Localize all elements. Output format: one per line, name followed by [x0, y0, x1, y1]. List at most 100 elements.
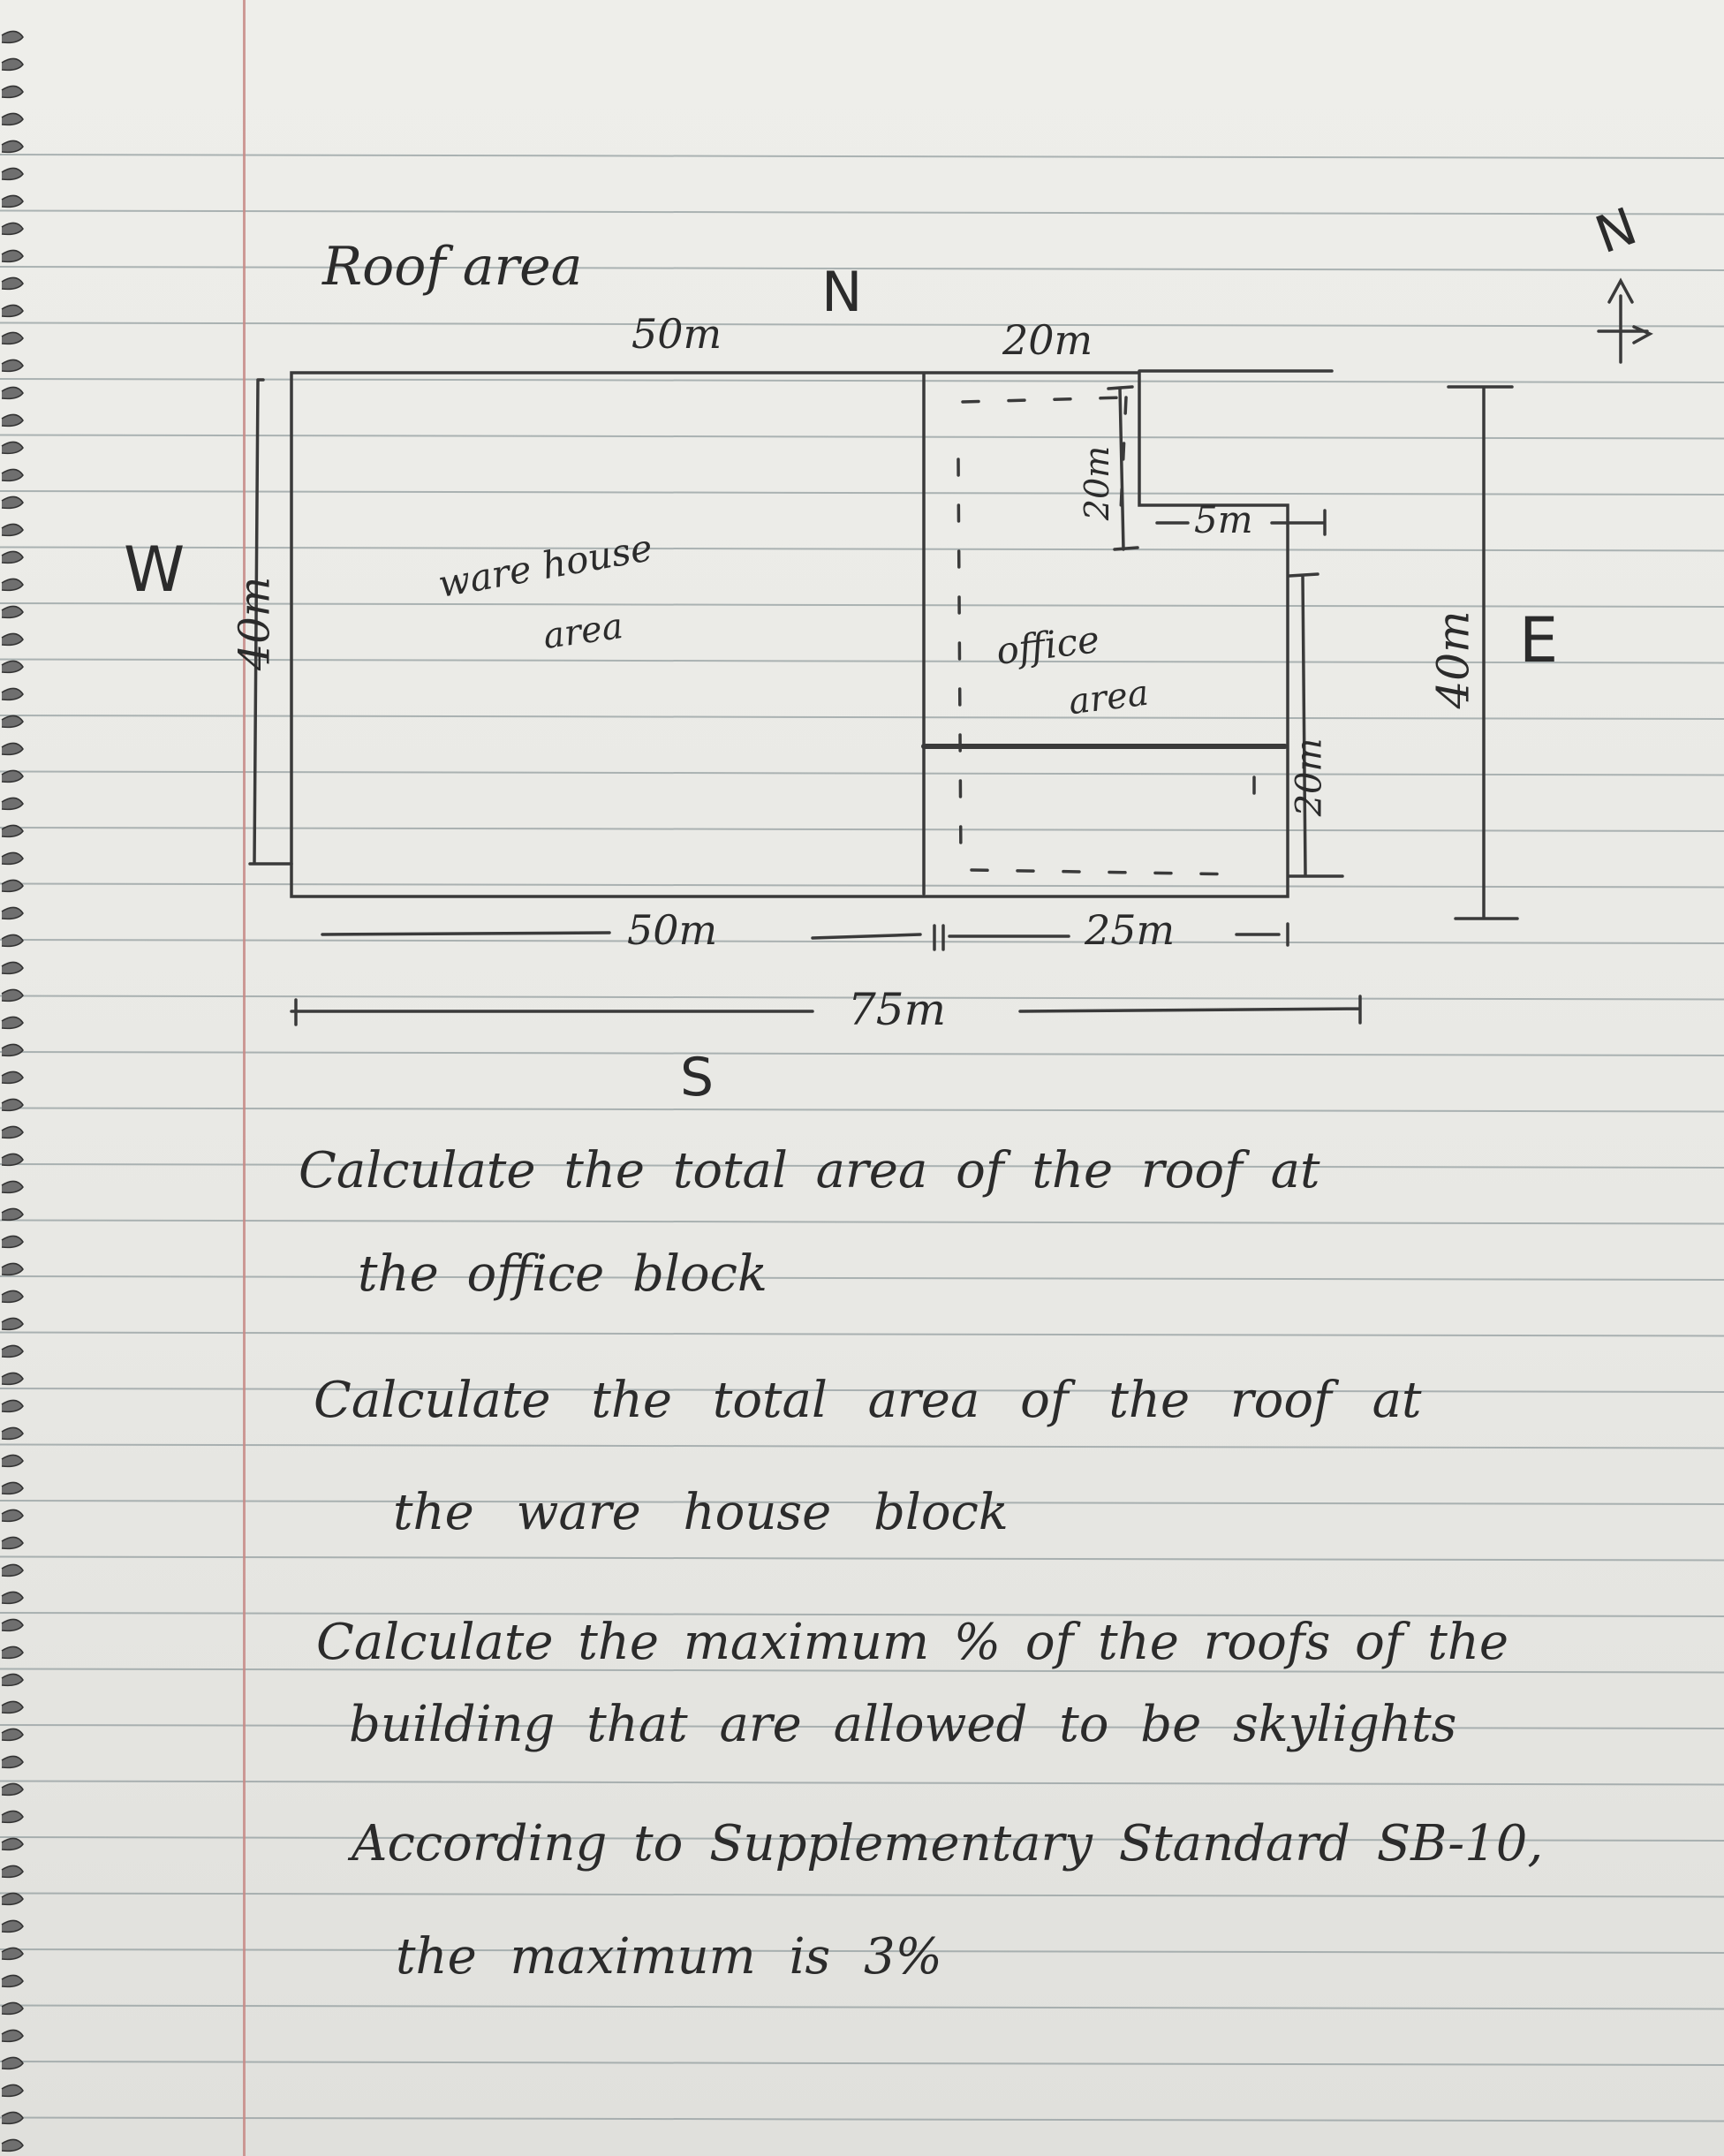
spiral-ring	[1, 797, 24, 811]
spiral-ring	[1, 2111, 24, 2125]
ruled-line	[0, 827, 1724, 832]
ruled-line	[0, 378, 1724, 383]
spiral-ring	[1, 1700, 24, 1714]
spiral-ring	[1, 222, 24, 236]
spiral-ring	[1, 1399, 24, 1413]
ruled-line	[0, 939, 1724, 944]
ruled-line	[0, 1500, 1724, 1505]
ruled-line	[0, 1443, 1724, 1449]
margin-line	[243, 0, 246, 2156]
ruled-line	[0, 715, 1724, 720]
ruled-line	[0, 1331, 1724, 1337]
ruled-line	[0, 1163, 1724, 1169]
spiral-ring	[1, 2029, 24, 2043]
spiral-ring	[1, 578, 24, 592]
spiral-ring	[1, 769, 24, 783]
dim-left-height: 40m	[230, 576, 280, 671]
spiral-ring	[1, 276, 24, 291]
spiral-ring	[1, 304, 24, 318]
dim-office-notch-height: 20m	[1078, 445, 1117, 521]
ruled-line	[0, 1051, 1724, 1056]
ruled-line	[0, 1948, 1724, 1954]
ruled-line	[0, 1668, 1724, 1674]
spiral-ring	[1, 1728, 24, 1742]
spiral-ring	[1, 1070, 24, 1085]
spiral-ring	[1, 660, 24, 674]
spiral-ring	[1, 1865, 24, 1879]
spiral-ring	[1, 1919, 24, 1933]
compass-east: E	[1519, 604, 1559, 677]
spiral-ring	[1, 1755, 24, 1769]
spiral-ring	[1, 1947, 24, 1961]
spiral-ring	[1, 2056, 24, 2070]
spiral-ring	[1, 57, 24, 72]
ruled-line	[0, 154, 1724, 159]
spiral-ring	[1, 1372, 24, 1386]
ruled-line	[0, 2004, 1724, 2010]
spiral-ring	[1, 1016, 24, 1030]
ruled-line	[0, 882, 1724, 889]
ruled-line	[0, 602, 1724, 608]
spiral-ring	[1, 468, 24, 482]
question-1-line-2: the office block	[358, 1245, 767, 1303]
ruled-line	[0, 1612, 1724, 1617]
ruled-line	[0, 322, 1724, 328]
ruled-line	[0, 490, 1724, 496]
question-1-line-1: Calculate the total area of the roof at	[299, 1142, 1320, 1199]
spiral-ring	[1, 359, 24, 373]
dim-right-lower-height: 20m	[1289, 738, 1330, 817]
ruled-line	[0, 2116, 1724, 2122]
dim-notch-width: 5m	[1194, 498, 1253, 541]
ruled-line	[0, 2061, 1724, 2066]
ruled-line	[0, 266, 1724, 271]
spiral-ring	[1, 1810, 24, 1824]
ruled-line	[0, 658, 1724, 664]
ruled-line	[0, 1555, 1724, 1562]
spiral-ring	[1, 1426, 24, 1441]
dim-right-total-height: 40m	[1427, 610, 1479, 709]
spiral-ring	[1, 2084, 24, 2098]
spiral-ring	[1, 249, 24, 263]
spiral-ring	[1, 1481, 24, 1495]
spiral-ring	[1, 112, 24, 126]
spiral-ring	[1, 1180, 24, 1194]
spiral-ring	[1, 1043, 24, 1057]
spiral-ring	[1, 1673, 24, 1687]
spiral-ring	[1, 496, 24, 510]
spiral-ring	[1, 1098, 24, 1112]
dim-bottom-office: 25m	[1085, 906, 1176, 954]
spiral-ring	[1, 386, 24, 400]
spiral-ring	[1, 961, 24, 975]
question-2-line-2: the ware house block	[393, 1484, 1009, 1541]
spiral-ring	[1, 715, 24, 729]
spiral-ring	[1, 988, 24, 1002]
compass-south: S	[680, 1047, 715, 1108]
spiral-ring	[1, 632, 24, 647]
spiral-ring	[1, 1207, 24, 1222]
ruled-line	[0, 1836, 1724, 1842]
question-2-line-1: Calculate the total area of the roof at	[314, 1372, 1422, 1429]
spiral-ring	[1, 1153, 24, 1167]
roof-plan-sketch	[248, 277, 1653, 1026]
spiral-ring	[1, 1125, 24, 1139]
spiral-binding	[1, 30, 24, 2152]
spiral-ring	[1, 1290, 24, 1304]
spiral-ring	[1, 2138, 24, 2152]
question-3-line-1: Calculate the maximum % of the roofs of …	[316, 1614, 1509, 1671]
ruled-line	[0, 995, 1724, 1001]
ruled-line	[0, 1219, 1724, 1225]
spiral-ring	[1, 1536, 24, 1550]
spiral-ring	[1, 742, 24, 756]
spiral-ring	[1, 441, 24, 455]
ruled-line	[0, 1892, 1724, 1898]
compass-north: N	[821, 260, 863, 324]
spiral-ring	[1, 851, 24, 866]
spiral-ring	[1, 1235, 24, 1249]
spiral-ring	[1, 331, 24, 345]
spiral-ring	[1, 2001, 24, 2016]
spiral-ring	[1, 879, 24, 893]
spiral-ring	[1, 30, 24, 44]
ruled-line	[0, 209, 1724, 216]
